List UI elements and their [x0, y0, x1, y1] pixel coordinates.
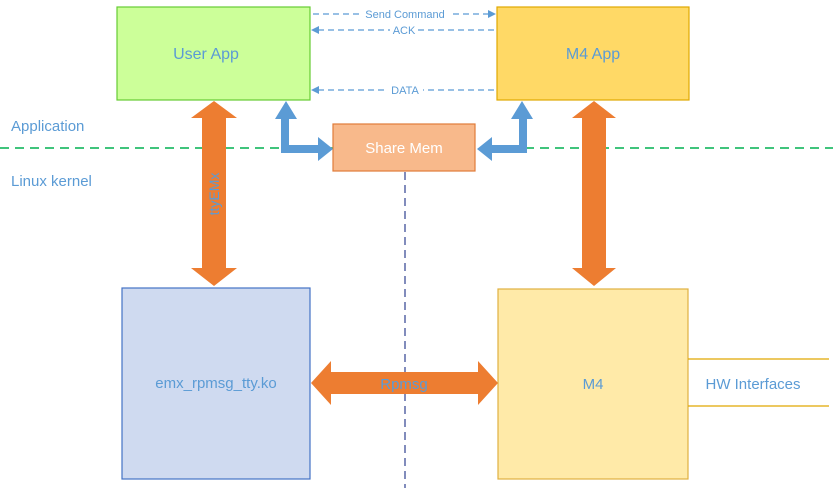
user-app-label: User App: [173, 46, 239, 63]
rpmsg-label: Rpmsg: [380, 376, 428, 393]
rpmsg-double-arrow: [311, 361, 498, 405]
send-command-label: Send Command: [365, 9, 445, 21]
m4-app-box: [496, 6, 690, 101]
layer-label-kernel: Linux kernel: [11, 173, 92, 190]
kernel-module-label: emx_rpmsg_tty.ko: [155, 375, 276, 392]
ack-label: ACK: [393, 25, 416, 37]
m4-label: M4: [583, 376, 604, 393]
m4-app-label: M4 App: [566, 46, 620, 63]
user-app-box: [116, 6, 311, 101]
data-label: DATA: [391, 85, 419, 97]
m4-app-to-m4-double-arrow: [572, 101, 616, 286]
share-mem-box: [332, 123, 476, 172]
tty-double-arrow: [191, 101, 237, 286]
m4-app-to-share-mem-arrow: [477, 101, 533, 161]
hw-interfaces-label: HW Interfaces: [705, 376, 800, 393]
tty-label: ttyEMx: [206, 173, 222, 216]
user-app-to-share-mem-arrow: [275, 101, 333, 161]
layer-label-application: Application: [11, 118, 84, 135]
m4-box: [497, 288, 689, 480]
kernel-module-box: [121, 287, 311, 480]
share-mem-label: Share Mem: [365, 140, 443, 157]
